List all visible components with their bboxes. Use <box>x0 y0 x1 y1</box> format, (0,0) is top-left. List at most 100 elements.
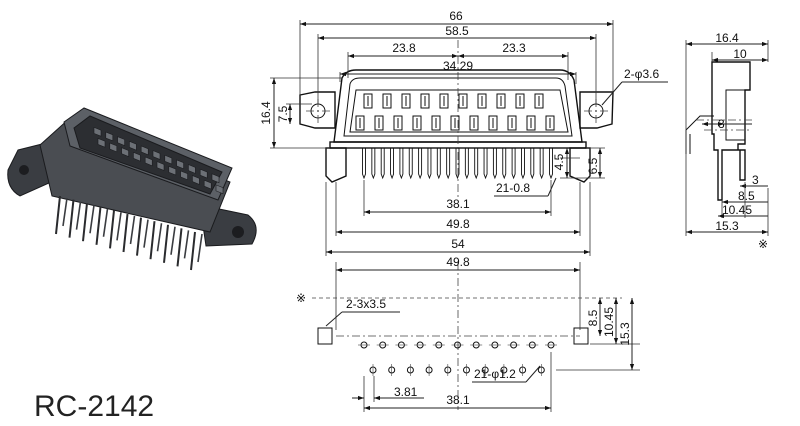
footprint-note-mark: ※ <box>296 291 306 305</box>
callout-mount-holes: 2-φ3.6 <box>624 67 659 81</box>
connector-3d-pin <box>68 199 75 238</box>
front-pin <box>549 148 553 180</box>
dim-flange: 10 <box>733 47 747 61</box>
dim-hole-height: 7.5 <box>276 105 290 122</box>
front-pin <box>446 148 451 180</box>
connector-3d-pin <box>62 197 68 227</box>
connector-3d-contact <box>211 173 220 184</box>
front-pin <box>436 148 441 180</box>
front-contact-lower <box>507 115 517 131</box>
front-view <box>299 40 614 200</box>
dim-wall: 3 <box>718 117 725 131</box>
fp-dim-width: 49.8 <box>446 255 470 269</box>
front-contact-upper <box>458 93 468 109</box>
front-pin <box>474 148 479 180</box>
fp-hole-callout: 21-φ1.2 <box>474 367 516 381</box>
connector-3d-contact <box>129 140 137 151</box>
connector-3d-pin <box>122 213 129 253</box>
connector-3d-pin <box>163 224 169 263</box>
front-contact-upper <box>401 93 411 109</box>
connector-3d-contact <box>133 151 141 162</box>
dim-right-half: 23.3 <box>502 41 526 55</box>
side-dimensions: 16.4 10 3 3 8.5 10.45 15.3 ※ <box>685 31 769 251</box>
pcb-footprint: ※ 49.8 2-3x3.5 8.5 10.45 15.3 3.81 21-φ1… <box>296 255 640 412</box>
fp-dim-pitch: 3.81 <box>394 385 418 399</box>
connector-3d-pin <box>136 217 142 256</box>
front-contact-lower <box>374 115 384 131</box>
connector-3d-contact <box>144 156 153 167</box>
dim-pin-row-offset: 4.5 <box>552 153 566 170</box>
dim-side-d1: 8.5 <box>738 189 755 203</box>
front-pin <box>530 148 535 180</box>
front-pin <box>408 148 413 180</box>
connector-3d-contact <box>192 175 200 185</box>
connector-3d-contact <box>164 154 173 165</box>
dim-shell-width: 34.29 <box>443 59 473 73</box>
front-contact-lower <box>431 115 441 131</box>
front-contact-lower <box>450 115 460 131</box>
front-contact-lower <box>488 115 498 131</box>
connector-3d-pin <box>82 203 88 242</box>
front-pin <box>483 148 488 180</box>
front-contact-lower <box>393 115 403 131</box>
front-contact-lower <box>545 115 555 131</box>
dim-pin-length: 6.5 <box>586 157 600 174</box>
front-contact-upper <box>420 93 430 109</box>
connector-3d-contact <box>121 147 129 157</box>
connector-3d-pin <box>149 221 156 260</box>
fp-dim-d1: 8.5 <box>586 309 600 326</box>
front-contact-lower <box>469 115 479 131</box>
front-pin <box>380 148 385 180</box>
connector-3d-pin <box>176 228 183 267</box>
connector-3d-pin <box>183 230 190 259</box>
connector-3d-contact <box>93 126 102 137</box>
front-pin <box>502 148 507 180</box>
fp-dim-span: 38.1 <box>446 393 470 407</box>
connector-3d-pin <box>95 206 102 245</box>
connector-3d-contact <box>97 137 106 148</box>
front-pin <box>492 148 497 180</box>
front-pin <box>539 148 544 180</box>
connector-3d-contact <box>140 145 149 156</box>
front-dimensions: 66 58.5 23.8 23.3 34.29 2-φ3.6 16.4 7.5 … <box>259 9 668 256</box>
front-contact-upper <box>534 93 544 109</box>
connector-3d-contact <box>156 161 165 171</box>
front-pin <box>455 148 460 180</box>
dim-side-d3: 15.3 <box>715 219 739 233</box>
dim-height: 16.4 <box>259 101 273 125</box>
front-contact-upper <box>439 93 449 109</box>
front-pin <box>464 148 469 180</box>
connector-3d-pin <box>143 219 149 248</box>
front-contact-upper <box>363 93 373 109</box>
connector-3d-pin <box>170 226 176 255</box>
connector-3d-pin <box>190 231 196 271</box>
front-pin <box>362 148 366 180</box>
front-pin <box>511 148 516 180</box>
connector-3d-contact <box>152 150 161 160</box>
connector-3d-pin <box>55 195 61 235</box>
front-pin <box>399 148 404 180</box>
dim-side-d2: 10.45 <box>722 203 752 217</box>
front-contact-upper <box>477 93 487 109</box>
side-note-mark: ※ <box>758 237 768 251</box>
front-contact-upper <box>515 93 525 109</box>
connector-3d-contact <box>117 136 125 146</box>
front-contact-lower <box>412 115 422 131</box>
fp-dim-d2: 10.45 <box>602 307 616 337</box>
connector-3d-contact <box>176 159 184 170</box>
dim-foot: 3 <box>752 173 759 187</box>
front-pin <box>427 148 432 180</box>
connector-3d-contact <box>105 131 114 142</box>
front-contact-lower <box>355 115 365 131</box>
front-contact-upper <box>382 93 392 109</box>
dim-left-half: 23.8 <box>392 41 416 55</box>
front-contact-lower <box>526 115 536 131</box>
model-number: RC-2142 <box>34 390 154 421</box>
front-pin <box>371 148 376 180</box>
connector-3d-illustration <box>7 107 257 271</box>
dim-overall-width: 66 <box>449 9 463 23</box>
fp-slot-callout: 2-3x3.5 <box>346 297 386 311</box>
dim-pin-span: 38.1 <box>446 197 470 211</box>
